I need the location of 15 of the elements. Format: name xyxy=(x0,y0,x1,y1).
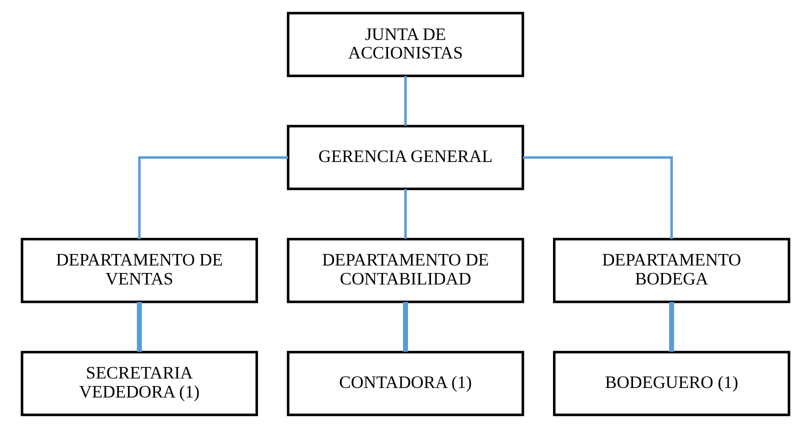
connector xyxy=(403,302,408,352)
connector xyxy=(404,188,407,239)
node-box: CONTADORA (1) xyxy=(286,350,524,416)
connector xyxy=(138,156,288,240)
connector xyxy=(669,302,674,352)
node-box: GERENCIA GENERAL xyxy=(286,124,524,190)
node-box: DEPARTAMENTO DE CONTABILIDAD xyxy=(286,238,524,304)
node-box: DEPARTAMENTO BODEGA xyxy=(553,238,790,304)
node-box: BODEGUERO (1) xyxy=(553,350,790,416)
node-box: SECRETARIA VEDEDORA (1) xyxy=(20,350,258,416)
connector xyxy=(136,302,142,352)
node-box: DEPARTAMENTO DE VENTAS xyxy=(20,238,258,304)
node-box: JUNTA DE ACCIONISTAS xyxy=(286,12,524,78)
connector xyxy=(404,76,407,126)
connector xyxy=(523,156,673,240)
